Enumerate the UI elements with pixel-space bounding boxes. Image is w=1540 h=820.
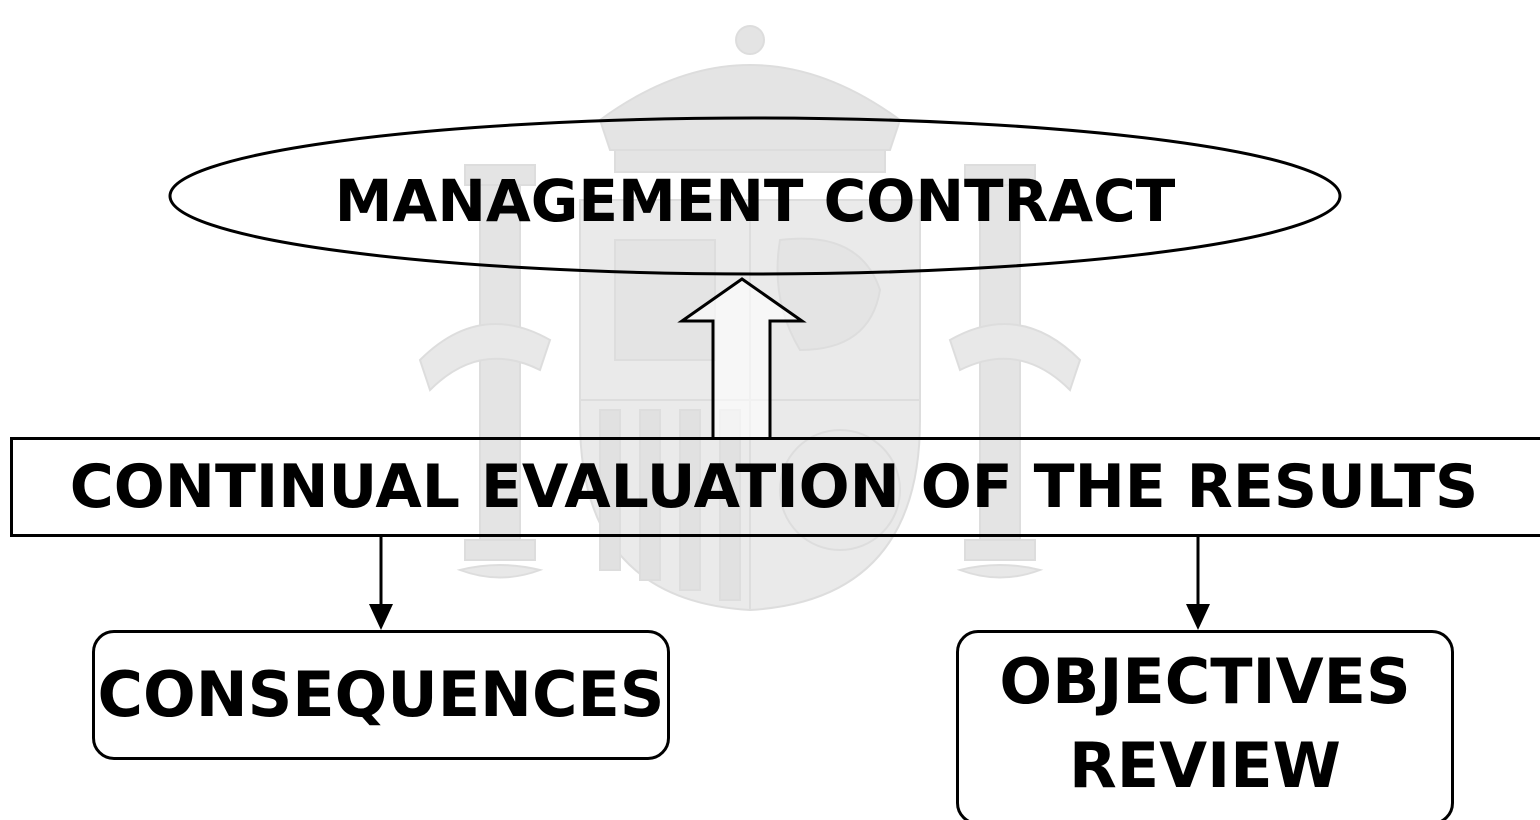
- objectives-review-box: OBJECTIVES REVIEW: [956, 630, 1454, 820]
- castle-icon: [614, 239, 716, 361]
- objectives-label: OBJECTIVES: [999, 644, 1411, 718]
- left-pillar-base: [464, 539, 536, 561]
- shield-shape: [579, 199, 921, 612]
- continual-evaluation-label: CONTINUAL EVALUATION OF THE RESULTS: [69, 452, 1479, 522]
- arrow-to-review-head: [1186, 604, 1210, 630]
- right-ribbon: [948, 323, 1082, 392]
- arrow-to-consequences-head: [369, 604, 393, 630]
- management-contract-label: MANAGEMENT CONTRACT: [334, 167, 1176, 235]
- hollow-up-arrow: [677, 277, 807, 437]
- consequences-label: CONSEQUENCES: [97, 658, 665, 731]
- left-waves: [456, 564, 544, 579]
- crown-top: [735, 25, 765, 55]
- left-ribbon: [418, 323, 552, 392]
- lion-icon: [776, 237, 882, 352]
- crown-shape: [598, 64, 902, 151]
- right-pillar-base: [964, 539, 1036, 561]
- consequences-box: CONSEQUENCES: [92, 630, 670, 760]
- continual-evaluation-box: CONTINUAL EVALUATION OF THE RESULTS: [10, 437, 1540, 537]
- review-label: REVIEW: [1069, 728, 1341, 802]
- right-waves: [956, 564, 1044, 579]
